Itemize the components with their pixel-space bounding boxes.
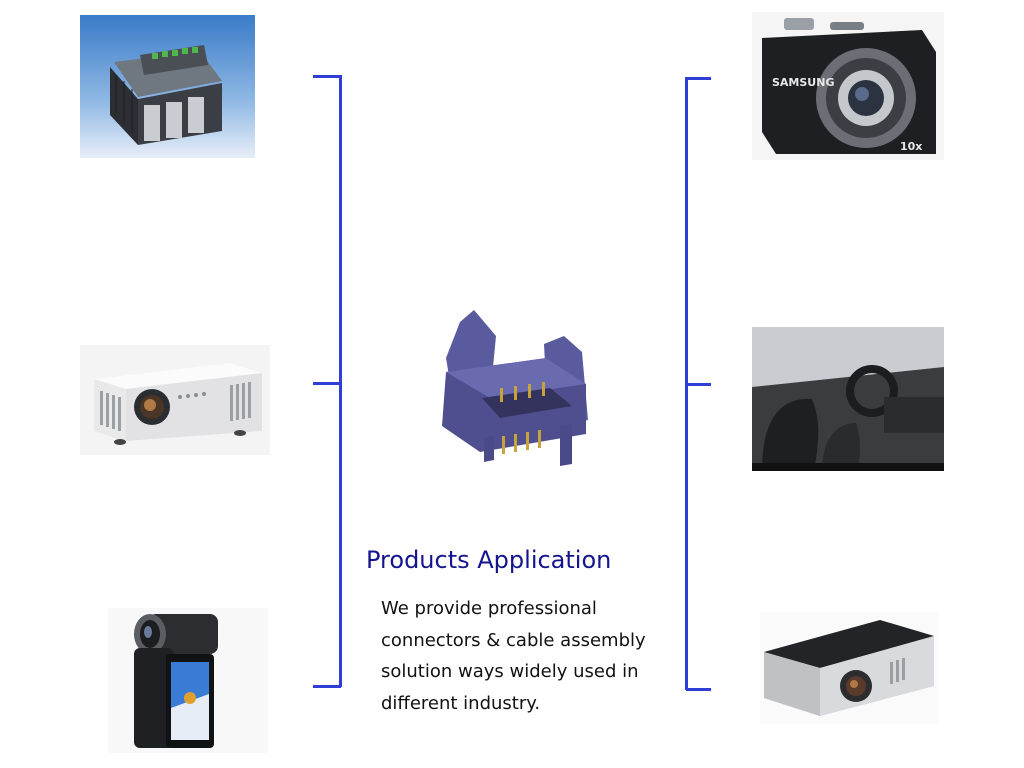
description-line: different industry. <box>381 692 541 714</box>
power-meter-image <box>80 15 255 158</box>
connector-header-image <box>350 288 670 528</box>
section-description: We provide professional connectors & cab… <box>381 593 661 719</box>
camera-image: SAMSUNG 10x <box>752 12 944 160</box>
camera-brand-text: SAMSUNG <box>772 76 834 89</box>
description-line: solution ways widely used in <box>381 661 639 682</box>
car-interior-image <box>752 327 944 471</box>
projector-image-right <box>760 612 938 724</box>
camcorder-image <box>108 608 268 753</box>
description-line: We provide professional <box>381 598 597 619</box>
description-line: connectors & cable assembly <box>381 629 646 651</box>
camera-zoom-text: 10x <box>900 140 922 153</box>
projector-image <box>80 345 270 455</box>
section-title: Products Application <box>366 546 612 574</box>
